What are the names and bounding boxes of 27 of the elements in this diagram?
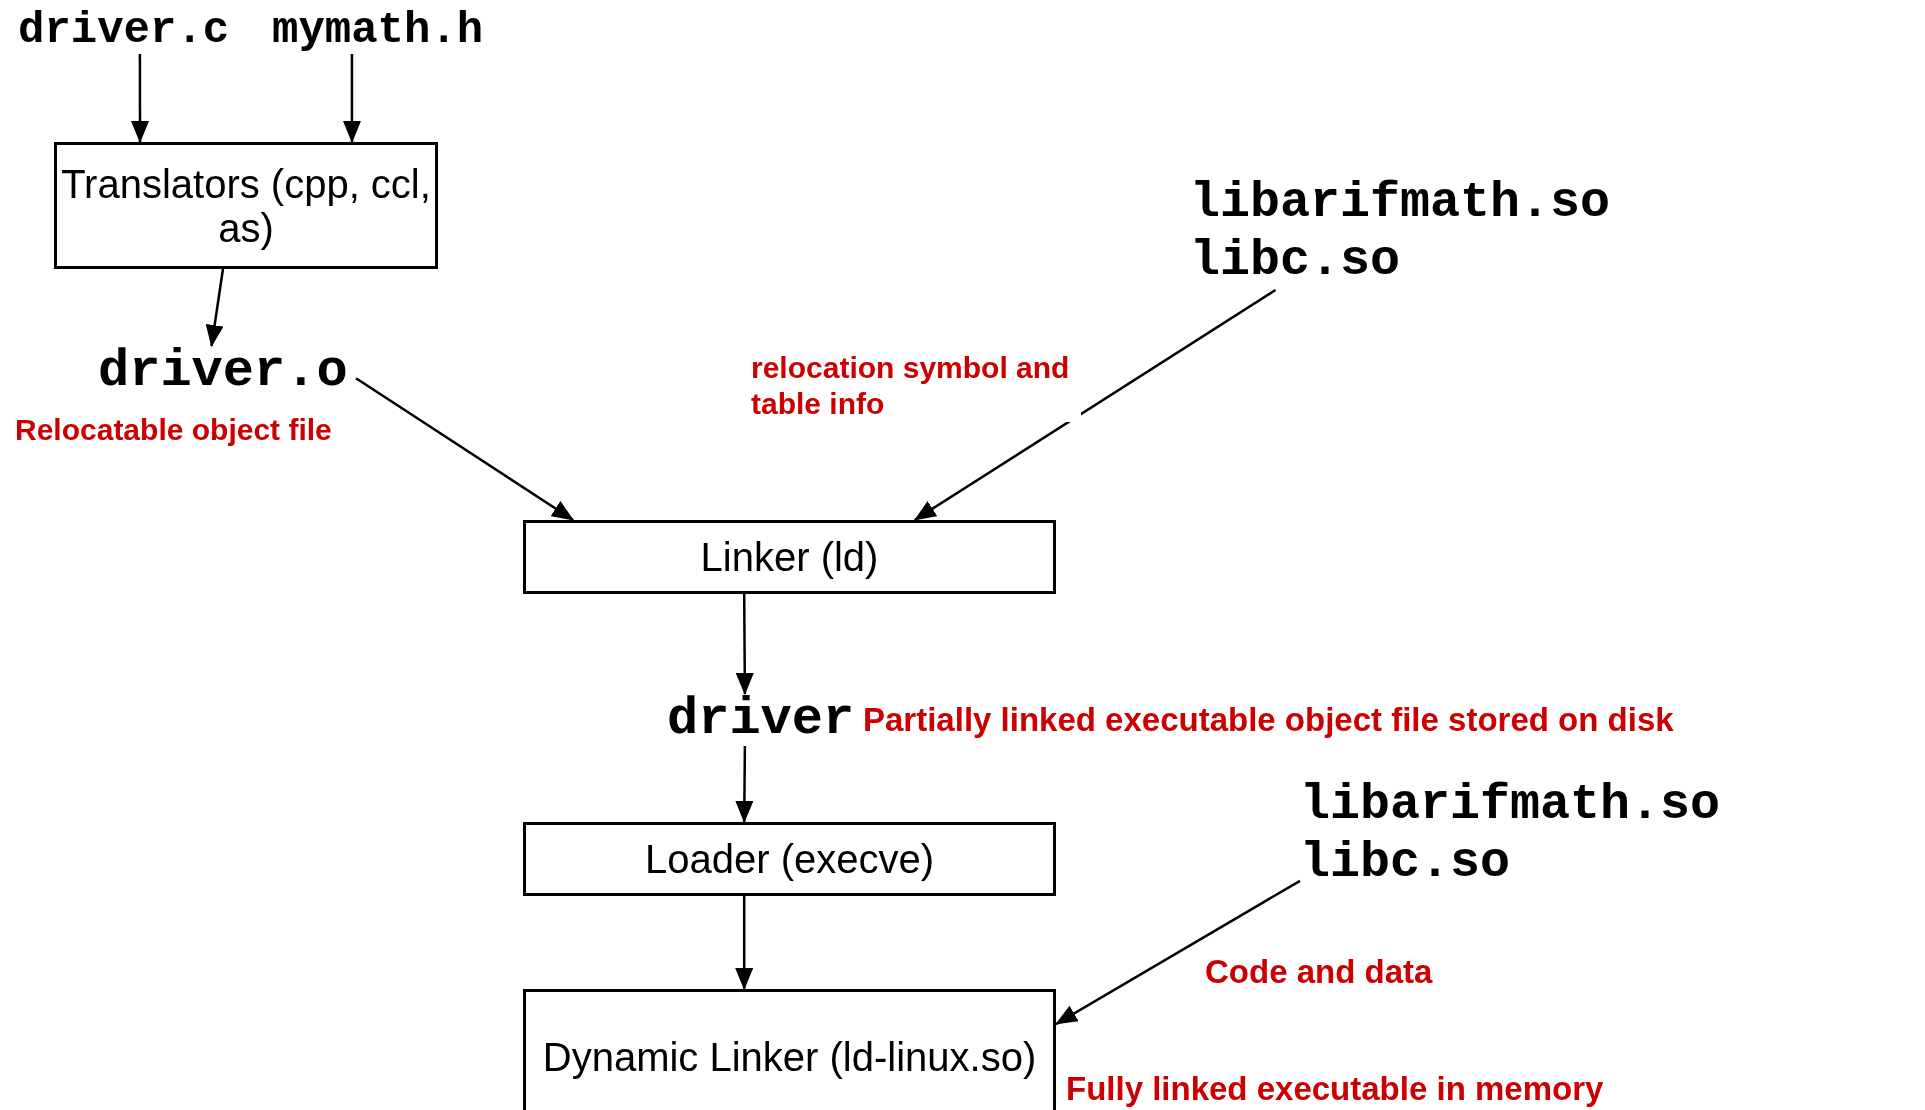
file-name: driver.o <box>98 346 349 398</box>
process-box <box>54 142 438 269</box>
arrow <box>913 288 1277 522</box>
box-label: Dynamic Linker (ld-linux.so) <box>542 1034 1037 1079</box>
process-box <box>523 520 1056 594</box>
annotation: Partially linked executable object file stored on disk <box>863 700 1674 740</box>
file-name: libc.so <box>1190 236 1402 286</box>
annotation: Relocatable object file <box>15 412 332 448</box>
process-box <box>523 822 1056 896</box>
file-name: libarifmath.so <box>1300 780 1722 830</box>
file-name: driver.c <box>18 8 231 52</box>
arrow <box>735 896 754 990</box>
arrow <box>735 746 754 823</box>
arrow <box>735 594 754 695</box>
box-label: Loader (execve) <box>644 837 934 881</box>
file-name: driver <box>667 694 856 746</box>
arrow <box>131 54 149 143</box>
annotation: Fully linked executable in memory <box>1066 1069 1604 1109</box>
box-label: Translators (cpp, ccl, as) <box>60 161 432 250</box>
file-name: libarifmath.so <box>1190 178 1612 228</box>
file-name: libc.so <box>1300 838 1512 888</box>
arrow <box>342 54 361 143</box>
arrow <box>205 268 225 347</box>
box-label: Linker (ld) <box>700 535 879 579</box>
arrow <box>1055 879 1301 1026</box>
arrow <box>355 377 574 522</box>
file-name: mymath.h <box>272 8 485 52</box>
